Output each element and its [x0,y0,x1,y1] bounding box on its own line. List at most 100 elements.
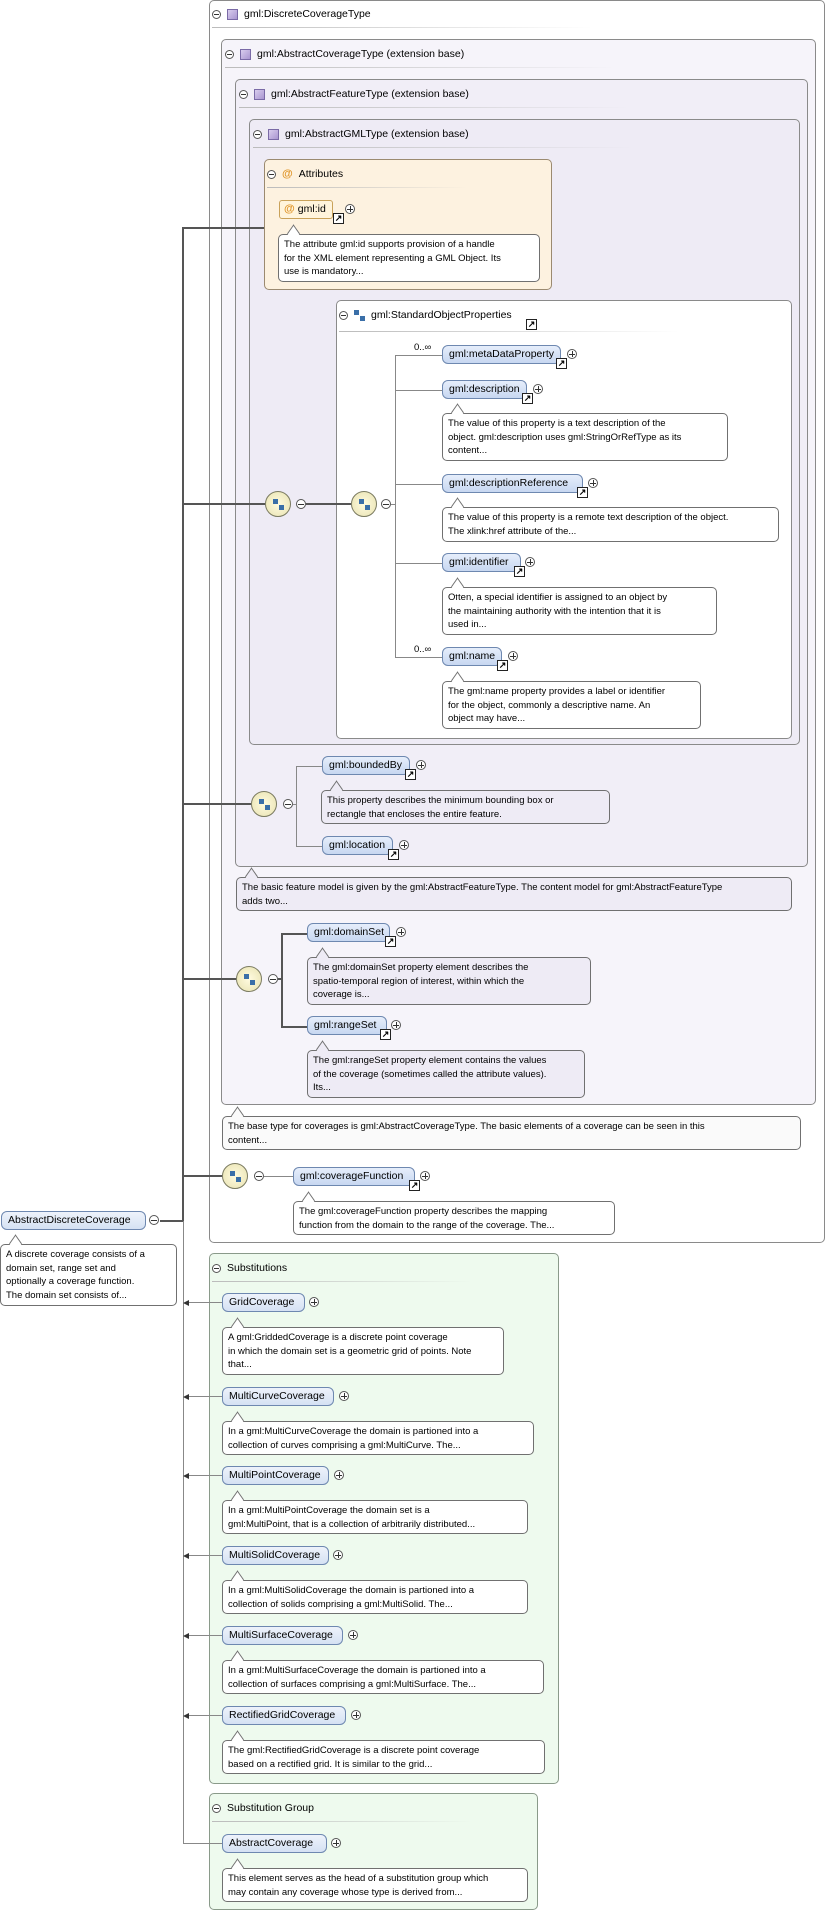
connector-line [189,1475,222,1476]
link-icon[interactable]: ↗ [522,393,533,404]
discrete-coverage-type-header[interactable]: gml:DiscreteCoverageType [212,8,371,20]
link-icon[interactable]: ↗ [409,1180,420,1191]
substitution-multipointcoverage-description: In a gml:MultiPointCoverage the domain s… [222,1500,528,1534]
abstract-gml-type-header[interactable]: gml:AbstractGMLType (extension base) [253,128,469,140]
connector-line [182,1175,222,1177]
attributes-header[interactable]: @ Attributes [267,168,343,180]
expand-icon[interactable] [420,1171,430,1181]
expand-icon[interactable] [533,384,543,394]
gml-domainset-element[interactable]: gml:domainSet [307,923,390,942]
substitution-multisolidcoverage[interactable]: MultiSolidCoverage [222,1546,329,1565]
expand-icon[interactable] [416,760,426,770]
expand-icon[interactable] [588,478,598,488]
collapse-toggle-icon[interactable] [239,89,248,99]
expand-icon[interactable] [567,349,577,359]
attribute-icon: @ [282,168,293,180]
collapse-toggle-icon[interactable] [339,310,348,320]
link-icon[interactable]: ↗ [333,213,344,224]
expand-icon[interactable] [525,557,535,567]
substitutions-header[interactable]: Substitutions [212,1262,287,1274]
link-icon[interactable]: ↗ [514,566,525,577]
connector-line [182,978,236,980]
connector-line [395,355,442,356]
gml-id-description: The attribute gml:id supports provision … [278,234,540,282]
collapse-icon[interactable] [381,499,391,509]
expand-icon[interactable] [391,1020,401,1030]
expand-icon[interactable] [396,927,406,937]
substitutions-label: Substitutions [227,1262,288,1274]
substitution-rectifiedgridcoverage[interactable]: RectifiedGridCoverage [222,1706,346,1725]
substitution-multisurfacecoverage-description: In a gml:MultiSurfaceCoverage the domain… [222,1660,544,1694]
link-icon[interactable]: ↗ [405,769,416,780]
substitution-rectifiedgridcoverage-description: The gml:RectifiedGridCoverage is a discr… [222,1740,545,1774]
expand-icon[interactable] [334,1470,344,1480]
connector-line [281,1026,307,1028]
abstract-feature-type-header[interactable]: gml:AbstractFeatureType (extension base) [239,88,469,100]
substitution-group-header[interactable]: Substitution Group [212,1802,314,1814]
header-divider [339,331,679,332]
root-element[interactable]: AbstractDiscreteCoverage [1,1211,146,1230]
link-icon[interactable]: ↗ [556,358,567,369]
sequence-compositor[interactable] [222,1163,248,1189]
substitution-group-description: This element serves as the head of a sub… [222,1868,528,1902]
link-icon[interactable]: ↗ [380,1029,391,1040]
abstract-coverage-type-header[interactable]: gml:AbstractCoverageType (extension base… [225,48,464,60]
collapse-icon[interactable] [254,1171,264,1181]
expand-icon[interactable] [333,1550,343,1560]
collapse-toggle-icon[interactable] [212,9,221,19]
connector-line [293,804,296,805]
gml-boundedby-element[interactable]: gml:boundedBy [322,756,410,775]
expand-icon[interactable] [345,204,355,214]
gml-location-element[interactable]: gml:location [322,836,393,855]
link-icon[interactable]: ↗ [385,936,396,947]
gml-rangeset-element[interactable]: gml:rangeSet [307,1016,387,1035]
substitution-multipointcoverage[interactable]: MultiPointCoverage [222,1466,329,1485]
standard-object-properties-header[interactable]: gml:StandardObjectProperties [339,309,512,321]
gml-rangeset-description: The gml:rangeSet property element contai… [307,1050,585,1098]
connector-line [395,355,396,657]
expand-icon[interactable] [399,840,409,850]
collapse-icon[interactable] [283,799,293,809]
collapse-toggle-icon[interactable] [212,1263,221,1273]
gml-coveragefunction-element[interactable]: gml:coverageFunction [293,1167,415,1186]
link-icon[interactable]: ↗ [388,849,399,860]
sequence-compositor[interactable] [251,791,277,817]
collapse-icon[interactable] [268,974,278,984]
connector-line [395,563,442,564]
collapse-toggle-icon[interactable] [212,1803,221,1813]
expand-icon[interactable] [348,1630,358,1640]
connector-line [183,1221,184,1843]
sequence-compositor[interactable] [265,491,291,517]
collapse-icon[interactable] [296,499,306,509]
gml-id-attribute[interactable]: @ gml:id [279,200,333,219]
collapse-icon[interactable] [149,1215,159,1225]
expand-icon[interactable] [351,1710,361,1720]
gml-metadataproperty-element[interactable]: gml:metaDataProperty [442,345,561,364]
collapse-toggle-icon[interactable] [267,169,276,179]
substitution-group-head-element[interactable]: AbstractCoverage [222,1834,327,1853]
substitution-multicurvecoverage[interactable]: MultiCurveCoverage [222,1387,334,1406]
collapse-toggle-icon[interactable] [225,49,234,59]
gml-boundedby-description: This property describes the minimum boun… [321,790,610,824]
link-icon[interactable]: ↗ [577,487,588,498]
expand-icon[interactable] [331,1838,341,1848]
collapse-toggle-icon[interactable] [253,129,262,139]
connector-line [182,227,264,229]
expand-icon[interactable] [339,1391,349,1401]
expand-icon[interactable] [508,651,518,661]
sequence-compositor[interactable] [236,966,262,992]
header-divider [267,187,467,188]
gml-name-element[interactable]: gml:name [442,647,502,666]
main-connector-line [182,227,184,1221]
gml-description-element[interactable]: gml:description [442,380,527,399]
gml-identifier-element[interactable]: gml:identifier [442,553,521,572]
link-icon[interactable]: ↗ [497,660,508,671]
sequence-compositor[interactable] [351,491,377,517]
expand-icon[interactable] [309,1297,319,1307]
substitution-multisurfacecoverage[interactable]: MultiSurfaceCoverage [222,1626,343,1645]
link-icon[interactable]: ↗ [526,319,537,330]
sequence-icon [244,974,255,985]
substitution-gridcoverage[interactable]: GridCoverage [222,1293,305,1312]
gml-descriptionreference-element[interactable]: gml:descriptionReference [442,474,583,493]
substitution-group-label: Substitution Group [227,1802,314,1814]
